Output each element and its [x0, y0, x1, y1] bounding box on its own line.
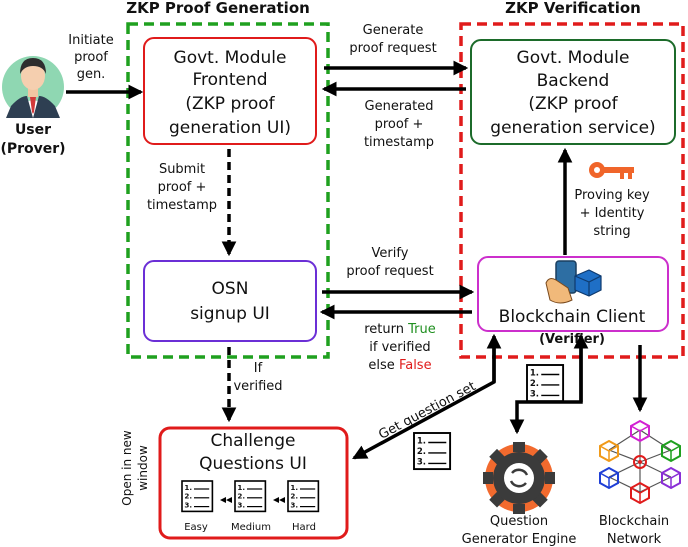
edge-label-verify: Verify — [372, 246, 409, 261]
svg-text:timestamp: timestamp — [147, 198, 217, 213]
blockchain-client-icon — [545, 260, 602, 304]
svg-text:+ Identity: + Identity — [580, 206, 645, 221]
verification-container — [459, 22, 685, 359]
question-set-list-icon — [413, 432, 452, 471]
svg-text:timestamp: timestamp — [364, 135, 434, 150]
svg-text:proof +: proof + — [158, 180, 207, 195]
gear-icon — [483, 442, 555, 514]
backend-label: Govt. Module — [517, 48, 630, 68]
question-engine-label: Question — [490, 514, 548, 529]
user-avatar-icon — [2, 56, 64, 118]
govt-module-backend[interactable] — [470, 39, 676, 145]
section-title-proof-generation: ZKP Proof Generation — [126, 0, 310, 17]
svg-text:(ZKP proof: (ZKP proof — [528, 94, 618, 114]
easy-list-icon — [181, 480, 214, 513]
svg-text:proof request: proof request — [349, 41, 436, 56]
open-new-window-label: Open in new — [120, 430, 134, 506]
osn-label: OSN — [212, 279, 249, 299]
double-arrow-left-icon — [220, 497, 232, 503]
edge-label-return: return True — [364, 322, 436, 337]
difficulty-medium: Medium — [231, 522, 271, 533]
edge-label-if-verified: If — [254, 361, 263, 376]
svg-text:generation UI): generation UI) — [169, 118, 291, 138]
svg-text:proof +: proof + — [375, 117, 424, 132]
svg-text:Questions UI: Questions UI — [199, 454, 307, 474]
svg-text:gen.: gen. — [77, 67, 106, 82]
svg-text:Generator Engine: Generator Engine — [462, 532, 577, 547]
medium-list-icon — [234, 480, 267, 513]
proof-generation-container — [126, 22, 330, 359]
user-sublabel: (Prover) — [0, 141, 65, 157]
blockchain-client-label: Blockchain Client — [499, 307, 646, 327]
svg-text:Frontend: Frontend — [192, 70, 267, 90]
svg-text:verified: verified — [233, 379, 282, 394]
svg-text:proof: proof — [74, 50, 108, 65]
user-label: User — [15, 122, 51, 138]
challenge-label: Challenge — [211, 431, 296, 451]
blockchain-network-label: Blockchain — [599, 514, 669, 529]
section-title-verification: ZKP Verification — [505, 0, 641, 17]
edge-label-proving-key: Proving key — [574, 188, 650, 203]
svg-text:if verified: if verified — [369, 340, 430, 355]
svg-text:(ZKP proof: (ZKP proof — [185, 94, 275, 114]
key-icon — [589, 162, 634, 179]
svg-text:string: string — [593, 224, 630, 239]
osn-signup-ui[interactable] — [143, 260, 317, 342]
govt-module-frontend[interactable] — [143, 37, 317, 145]
difficulty-hard: Hard — [292, 522, 316, 533]
question-list-icon — [526, 364, 565, 403]
edge-label-submit: Submit — [159, 162, 205, 177]
svg-text:generation service): generation service) — [490, 118, 655, 138]
blockchain-client[interactable] — [477, 256, 669, 332]
svg-text:proof request: proof request — [346, 264, 433, 279]
blockchain-network-icon — [599, 420, 681, 504]
edge-label-initiate: Initiate — [68, 33, 113, 48]
double-arrow-left-icon — [273, 497, 285, 503]
hard-list-icon — [287, 480, 320, 513]
svg-text:window: window — [136, 445, 150, 491]
svg-text:Network: Network — [607, 532, 662, 547]
svg-text:Backend: Backend — [537, 71, 610, 91]
svg-text:else False: else False — [368, 358, 431, 373]
edge-label-generate-request: Generate — [363, 23, 424, 38]
svg-text:signup UI: signup UI — [190, 304, 270, 324]
frontend-label: Govt. Module — [174, 48, 287, 68]
difficulty-easy: Easy — [184, 522, 208, 533]
edge-label-generated: Generated — [365, 99, 434, 114]
verifier-label: (Verifier) — [539, 332, 605, 347]
